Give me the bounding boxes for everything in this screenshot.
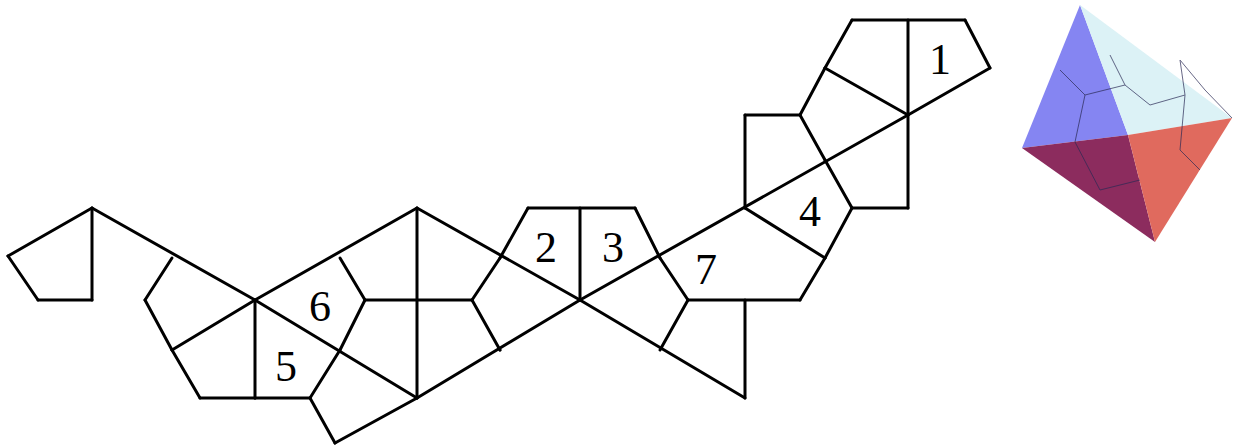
net-edge bbox=[340, 300, 365, 350]
net-edge bbox=[254, 300, 257, 398]
net-edge bbox=[92, 208, 255, 300]
net-edge bbox=[38, 299, 92, 302]
net-edge bbox=[825, 20, 852, 68]
net-edge bbox=[660, 300, 688, 350]
net-edge bbox=[310, 398, 335, 443]
face-number: 2 bbox=[535, 226, 557, 270]
net-edge bbox=[800, 68, 825, 115]
net-edge bbox=[200, 397, 255, 400]
net-edge bbox=[472, 258, 500, 300]
net-edge bbox=[310, 350, 340, 398]
face-number: 6 bbox=[309, 285, 331, 329]
octahedron-render bbox=[1022, 5, 1232, 242]
net-edge bbox=[579, 208, 582, 300]
net-edge bbox=[472, 300, 500, 350]
net-edge bbox=[660, 258, 688, 300]
face-number: 4 bbox=[799, 190, 821, 234]
net-edge bbox=[965, 20, 990, 68]
net-edge bbox=[580, 115, 908, 300]
net-edge bbox=[800, 115, 825, 160]
net-edge bbox=[800, 258, 825, 300]
face-light bbox=[1080, 5, 1232, 135]
net-edge bbox=[172, 300, 255, 350]
face-salmon bbox=[1128, 118, 1232, 242]
net-edge bbox=[255, 397, 310, 400]
net-edge bbox=[580, 300, 745, 398]
net-edge bbox=[745, 114, 800, 117]
net-edge bbox=[635, 208, 660, 258]
net-edge bbox=[825, 208, 852, 258]
net-edge bbox=[91, 208, 94, 300]
net-edge bbox=[416, 208, 419, 398]
net-edge bbox=[417, 208, 580, 300]
net-edge bbox=[744, 300, 747, 398]
face-number: 3 bbox=[602, 226, 624, 270]
face-number: 7 bbox=[695, 248, 717, 292]
net-edge bbox=[500, 208, 528, 258]
net-edge bbox=[8, 208, 92, 256]
net-edge bbox=[145, 300, 172, 350]
net-edge bbox=[8, 256, 38, 300]
net-edge bbox=[825, 68, 908, 115]
net-edge bbox=[744, 115, 747, 208]
net-edge bbox=[145, 258, 172, 300]
net-lines bbox=[8, 20, 990, 443]
net-edge bbox=[340, 258, 365, 300]
tile-lines bbox=[1060, 55, 1232, 190]
face-number: 5 bbox=[275, 345, 297, 389]
face-number: 1 bbox=[929, 38, 951, 82]
net-edge bbox=[417, 300, 580, 398]
net-edge bbox=[255, 300, 417, 398]
net-edge bbox=[255, 208, 417, 300]
net-edge bbox=[825, 160, 852, 208]
net-edge bbox=[172, 350, 200, 398]
net-edge bbox=[852, 207, 908, 210]
net-edge bbox=[907, 115, 910, 208]
net-edge bbox=[907, 20, 910, 115]
net-edge bbox=[335, 398, 417, 443]
